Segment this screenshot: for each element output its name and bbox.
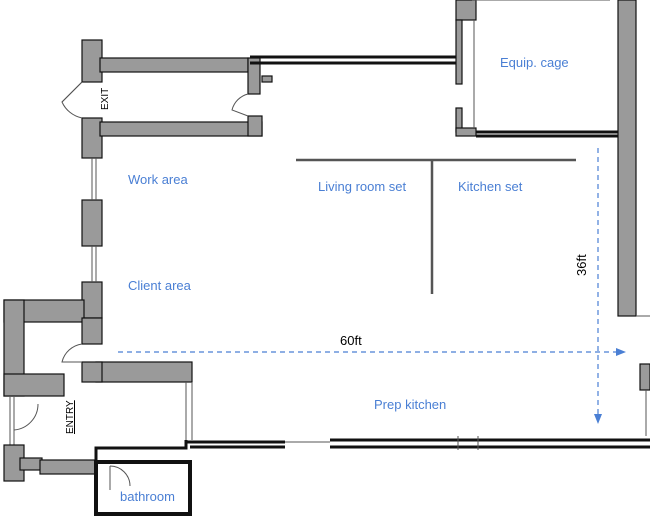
- label-prep-kitchen: Prep kitchen: [374, 397, 446, 412]
- top-wall: [250, 55, 456, 65]
- label-bathroom: bathroom: [120, 489, 175, 504]
- right-wall: [617, 0, 650, 436]
- label-client-area: Client area: [128, 278, 192, 293]
- left-windows: [91, 158, 97, 282]
- label-kitchen-set: Kitchen set: [458, 179, 523, 194]
- entry-door: [9, 396, 39, 445]
- set-partitions: [296, 158, 576, 294]
- bathroom-walls: [3, 444, 192, 516]
- corridor-door: [231, 93, 249, 117]
- dimension-width-label: 60ft: [340, 333, 362, 348]
- entry-alcove: [3, 299, 103, 397]
- bottom-wall: [94, 436, 650, 462]
- exit-corridor: [99, 57, 273, 137]
- dimension-width: [118, 348, 626, 356]
- dimension-depth-label: 36ft: [574, 254, 589, 276]
- label-work-area: Work area: [128, 172, 188, 187]
- dimension-depth: [594, 148, 602, 424]
- label-equip-cage: Equip. cage: [500, 55, 569, 70]
- entry-partition: [185, 382, 193, 440]
- equip-cage-walls: [455, 0, 620, 138]
- entry-sign: ENTRY: [65, 400, 76, 434]
- exit-sign: EXIT: [100, 88, 111, 110]
- exit-door: [61, 81, 83, 119]
- label-living-room-set: Living room set: [318, 179, 407, 194]
